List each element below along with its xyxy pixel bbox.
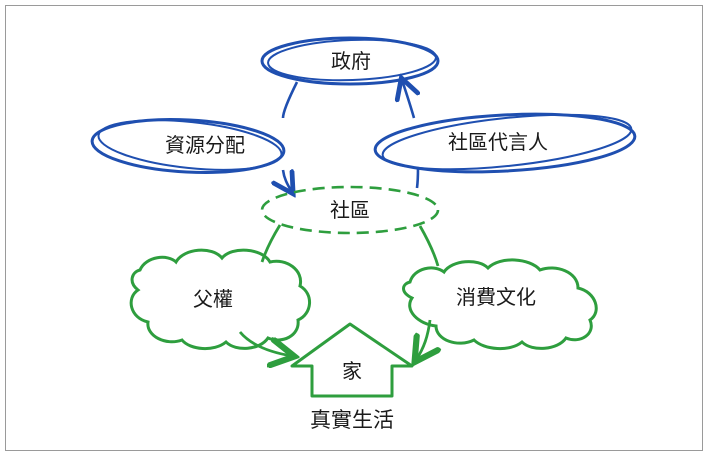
node-resource-allocation: 資源分配: [90, 118, 286, 174]
resource-allocation-label: 資源分配: [165, 133, 245, 157]
arrow-consumer-culture-to-home: [416, 319, 430, 360]
government-label: 政府: [331, 49, 371, 73]
arrow-allocation-to-community: [283, 170, 292, 192]
arrow-community-to-patriarchy: [260, 224, 282, 263]
arrow-community-to-consumer-culture: [418, 225, 440, 267]
community-spokesperson-label: 社區代言人: [448, 130, 548, 154]
arrow-community-to-spokesperson: [415, 167, 420, 189]
patriarchy-label: 父權: [193, 287, 233, 311]
node-community: 社區: [260, 185, 440, 235]
node-patriarchy: 父權: [129, 248, 311, 350]
arrow-patriarchy-to-home: [238, 331, 292, 356]
home-label: 家: [342, 359, 362, 383]
arrow-spokesperson-to-government: [402, 80, 414, 119]
caption-real-life: 真實生活: [310, 408, 394, 432]
node-government: 政府: [260, 36, 440, 86]
arrow-government-to-allocation: [281, 81, 299, 119]
node-home: 家: [290, 322, 414, 398]
community-label: 社區: [330, 198, 370, 222]
node-consumer-culture: 消費文化: [402, 258, 598, 350]
diagram-frame: [5, 5, 703, 451]
node-community-spokesperson: 社區代言人: [373, 112, 637, 174]
consumer-culture-label: 消費文化: [456, 285, 536, 309]
